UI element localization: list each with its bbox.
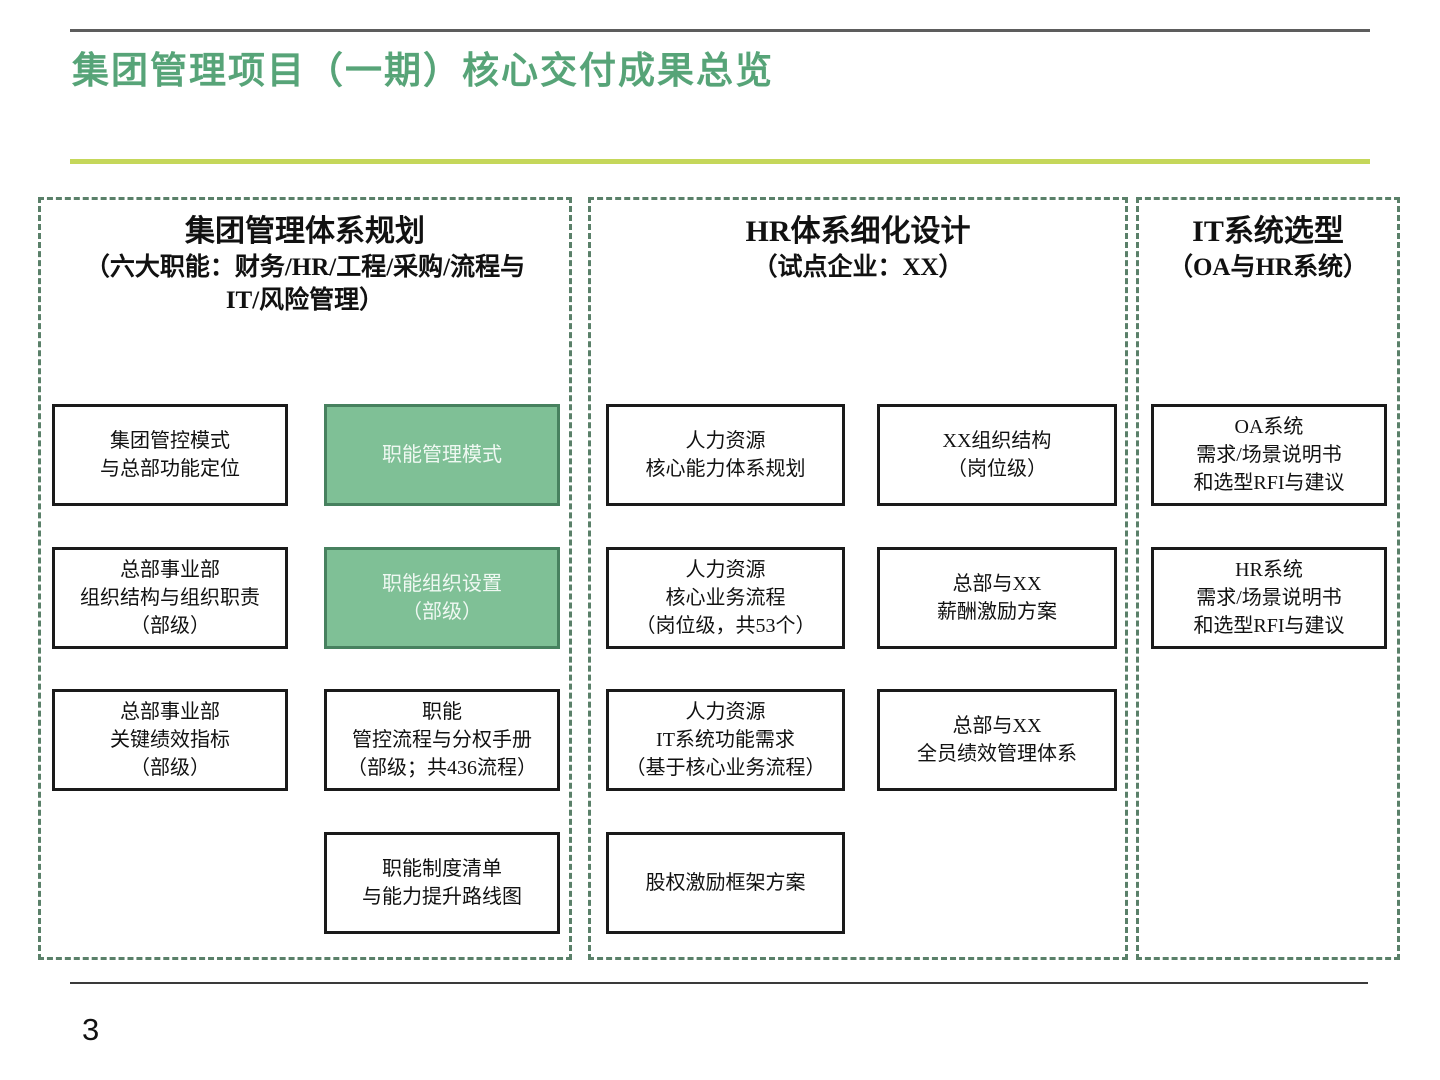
section-subtitle: （OA与HR系统） [1167,254,1368,281]
box-function-org-setup: 职能组织设置 （部级） [324,547,560,649]
box-hq-bu-kpi: 总部事业部 关键绩效指标 （部级） [52,689,288,791]
box-xx-org-structure: XX组织结构 （岗位级） [877,404,1117,506]
box-hq-bu-org-structure: 总部事业部 组织结构与组织职责 （部级） [52,547,288,649]
box-hr-core-business-process: 人力资源 核心业务流程 （岗位级，共53个） [606,547,845,649]
section-group-management-system-planning: 集团管理体系规划 （六大职能：财务/HR/工程/采购/流程与 IT/风险管理） … [38,197,572,960]
section-title: IT系统选型 [1192,215,1344,248]
box-equity-incentive-framework: 股权激励框架方案 [606,832,845,934]
box-group-control-model: 集团管控模式 与总部功能定位 [52,404,288,506]
section-it-system-selection: IT系统选型 （OA与HR系统） OA系统 需求/场景说明书 和选型RFI与建议… [1136,197,1400,960]
section-subtitle: （试点企业：XX） [752,254,964,281]
box-hr-it-system-requirements: 人力资源 IT系统功能需求 （基于核心业务流程） [606,689,845,791]
section-hr-system-detailed-design: HR体系细化设计 （试点企业：XX） 人力资源 核心能力体系规划 XX组织结构 … [588,197,1128,960]
section-subtitle: （六大职能：财务/HR/工程/采购/流程与 IT/风险管理） [84,254,526,314]
section-title: 集团管理体系规划 [185,215,425,248]
title-underline-rule [70,159,1370,164]
section-title: HR体系细化设计 [745,215,971,248]
box-function-policy-list-roadmap: 职能制度清单 与能力提升路线图 [324,832,560,934]
slide-title: 集团管理项目（一期）核心交付成果总览 [72,51,774,92]
box-hq-xx-compensation-incentive: 总部与XX 薪酬激励方案 [877,547,1117,649]
box-function-management-model: 职能管理模式 [324,404,560,506]
bottom-rule [70,982,1368,984]
page-number: 3 [82,1012,100,1047]
box-oa-system-rfi: OA系统 需求/场景说明书 和选型RFI与建议 [1151,404,1387,506]
box-hr-system-rfi: HR系统 需求/场景说明书 和选型RFI与建议 [1151,547,1387,649]
box-hr-core-capability-plan: 人力资源 核心能力体系规划 [606,404,845,506]
box-function-control-process-manual: 职能 管控流程与分权手册 （部级；共436流程） [324,689,560,791]
box-hq-xx-performance-management: 总部与XX 全员绩效管理体系 [877,689,1117,791]
top-rule [70,29,1370,32]
